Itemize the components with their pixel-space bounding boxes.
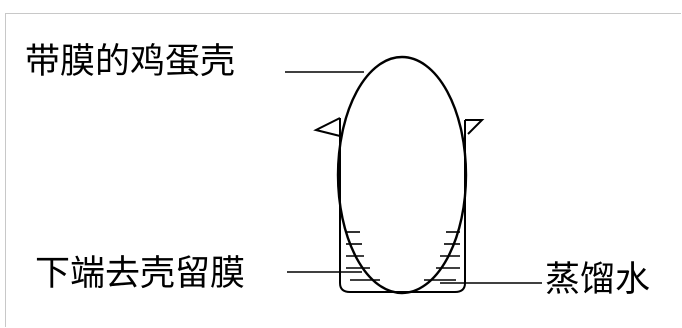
beaker-rim-right: [465, 119, 485, 135]
label-eggshell-with-membrane: 带膜的鸡蛋壳: [25, 42, 236, 82]
figure-frame: [5, 13, 681, 327]
label-bottom-shell-removed: 下端去壳留膜: [35, 254, 246, 294]
distilled-water-hatching: [346, 231, 460, 281]
label-distilled-water: 蒸馏水: [545, 260, 651, 300]
beaker-spout-left: [313, 117, 341, 137]
egg: [336, 55, 468, 295]
beaker-outline: [339, 118, 466, 293]
